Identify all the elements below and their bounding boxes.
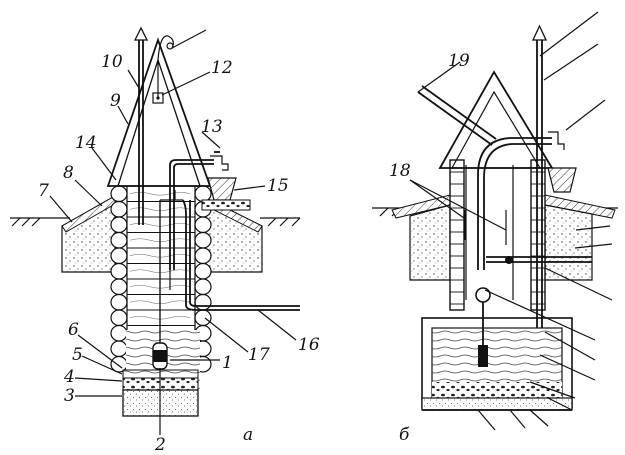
- log-end: [194, 278, 212, 296]
- callout-5: 5: [72, 345, 83, 365]
- callout-8: 8: [63, 163, 74, 183]
- log-end: [110, 278, 128, 296]
- bucket: [207, 177, 237, 201]
- callout-10: 10: [101, 52, 123, 72]
- callout-13: 13: [201, 117, 223, 137]
- faucet-b: [548, 131, 565, 150]
- callout-17: 17: [248, 345, 270, 365]
- sand-b: [421, 397, 573, 411]
- clay-b-left: [409, 204, 451, 281]
- log-end: [110, 185, 128, 203]
- log-end: [194, 231, 212, 249]
- callout-18: 18: [389, 161, 411, 181]
- caption-a: а: [243, 425, 253, 445]
- caption-b: б: [399, 425, 410, 445]
- callout-3: 3: [64, 386, 75, 406]
- callout-16: 16: [298, 335, 320, 355]
- log-end: [110, 340, 128, 358]
- panel-b: 19 18 б: [372, 11, 618, 445]
- log-end: [110, 216, 128, 234]
- log-end: [110, 293, 128, 311]
- lid-19: [417, 91, 493, 146]
- callout-1: 1: [222, 353, 233, 373]
- pressure-pipe: [169, 159, 214, 270]
- log-end: [110, 200, 128, 218]
- log-end: [194, 293, 212, 311]
- head-wall-right: [530, 159, 546, 311]
- callout-14: 14: [75, 133, 97, 153]
- brick-courses: [450, 171, 545, 305]
- supply-pipe: [182, 199, 300, 311]
- log-end: [110, 247, 128, 265]
- log-end: [194, 185, 212, 203]
- power-cable: [157, 29, 207, 98]
- head-wall-left: [449, 159, 465, 311]
- callout-12: 12: [211, 58, 233, 78]
- log-end: [110, 262, 128, 280]
- log-end: [194, 262, 212, 280]
- faucet: [210, 155, 229, 171]
- wood-grain: [129, 191, 191, 196]
- log-end: [194, 247, 212, 265]
- gravel-b: [432, 382, 562, 398]
- clay-b-right: [544, 204, 593, 281]
- log-end: [110, 309, 128, 327]
- callout-19: 19: [448, 51, 470, 71]
- callout-7: 7: [38, 181, 49, 201]
- bucket-b: [547, 167, 577, 193]
- callout-6: 6: [68, 320, 79, 340]
- log-end: [110, 324, 128, 342]
- delivery-pipe-b: [477, 137, 552, 270]
- panel-a: 10 9 12 13 14 15 8 7 16 17 1 6 5 4 3 2 а: [10, 26, 320, 455]
- log-end: [110, 231, 128, 249]
- callout-15: 15: [267, 176, 289, 196]
- pump-valve: [475, 287, 491, 303]
- callout-4: 4: [63, 367, 75, 387]
- callout-9: 9: [110, 91, 121, 111]
- pump-b: [478, 345, 488, 367]
- log-end: [194, 216, 212, 234]
- log-end: [194, 309, 212, 327]
- callout-2: 2: [154, 435, 166, 455]
